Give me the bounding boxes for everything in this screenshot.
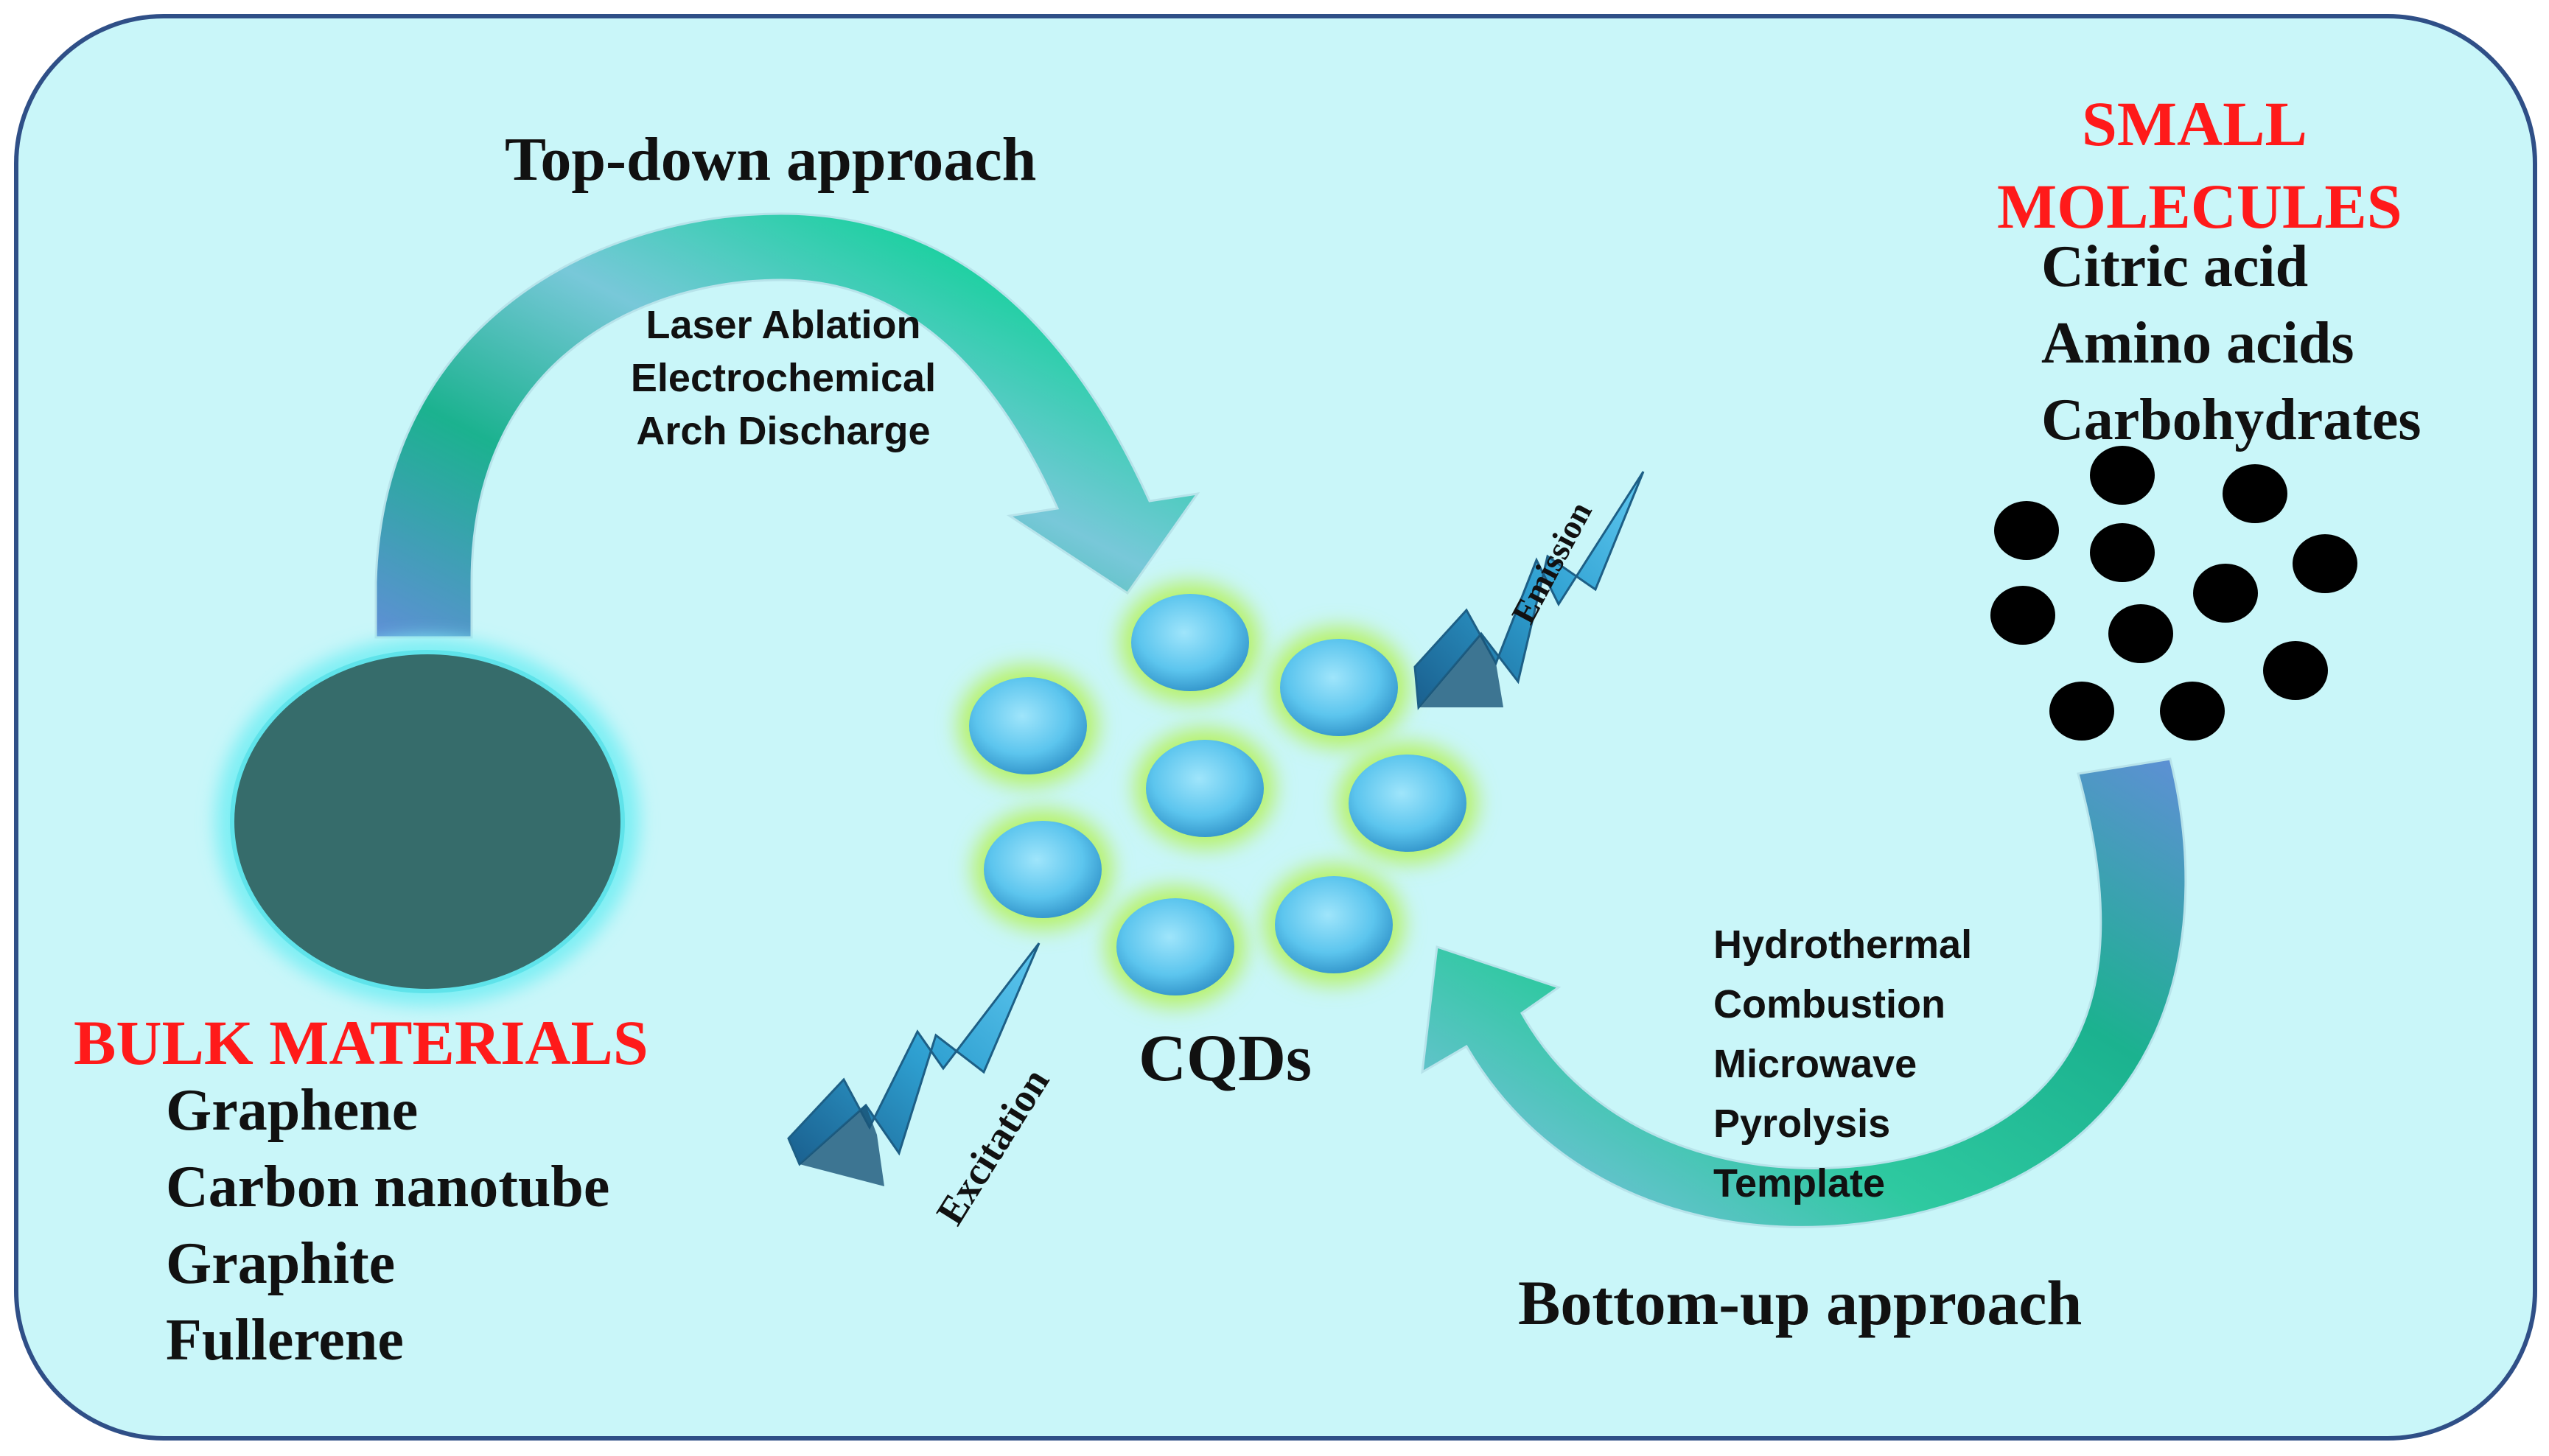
molecule-dot xyxy=(2090,523,2155,582)
cqd-dot xyxy=(1269,627,1409,748)
molecule-dot xyxy=(2293,534,2357,593)
molecule-dot xyxy=(2160,682,2225,741)
cqd-dot xyxy=(1105,886,1245,1007)
bulk-material-disc xyxy=(230,650,625,993)
molecule-item: Carbohydrates xyxy=(2041,388,2422,452)
molecule-item: Amino acids xyxy=(2041,311,2354,376)
cqds-label: CQDs xyxy=(1139,1022,1312,1095)
molecule-dot xyxy=(2223,464,2287,523)
top-down-arrow xyxy=(374,212,1200,639)
method-label: Combustion xyxy=(1713,982,1945,1026)
cqd-dot xyxy=(1135,728,1275,849)
cqd-dot xyxy=(958,665,1098,786)
molecule-dot xyxy=(1994,501,2059,560)
molecule-dot xyxy=(1990,586,2055,645)
top-down-methods: Laser Ablation Electrochemical Arch Disc… xyxy=(610,298,957,458)
bulk-item: Graphene xyxy=(166,1078,419,1143)
background-panel xyxy=(14,14,2537,1441)
molecule-dot xyxy=(2090,446,2155,505)
method-label: Electrochemical xyxy=(630,356,937,400)
method-label: Laser Ablation xyxy=(646,303,921,347)
small-molecules-heading-line2: MOLECULES xyxy=(1997,171,2402,242)
bottom-up-methods: Hydrothermal Combustion Microwave Pyroly… xyxy=(1713,915,1972,1214)
cqd-dot xyxy=(1120,582,1260,703)
method-label: Microwave xyxy=(1713,1042,1917,1086)
bottom-up-arrow xyxy=(1421,757,2187,1228)
molecule-dot xyxy=(2193,564,2258,623)
small-molecule-cluster xyxy=(1990,446,2357,741)
bulk-item: Graphite xyxy=(166,1231,396,1296)
molecule-item: Citric acid xyxy=(2041,234,2309,299)
method-label: Arch Discharge xyxy=(636,409,931,453)
bulk-materials-heading: BULK MATERIALS xyxy=(74,1007,648,1078)
cqd-dot xyxy=(1264,864,1404,985)
molecule-dot xyxy=(2263,641,2328,700)
small-molecules-heading-line1: SMALL xyxy=(2082,88,2307,159)
excitation-bolt-icon xyxy=(787,942,1041,1186)
small-molecules-list: Citric acid Amino acids Carbohydrates xyxy=(2041,228,2422,458)
emission-bolt-icon xyxy=(1413,471,1645,710)
method-label: Pyrolysis xyxy=(1713,1102,1891,1146)
cqd-dot xyxy=(1338,743,1478,864)
cqd-cluster xyxy=(958,582,1478,1007)
bottom-up-title: Bottom-up approach xyxy=(1518,1267,2083,1338)
bulk-materials-list: Graphene Carbon nanotube Graphite Fuller… xyxy=(166,1072,609,1379)
cqd-dot xyxy=(973,809,1113,930)
top-down-title: Top-down approach xyxy=(505,125,1037,194)
molecule-dot xyxy=(2049,682,2114,741)
molecule-dot xyxy=(2108,604,2173,663)
method-label: Template xyxy=(1713,1161,1886,1205)
bulk-item: Fullerene xyxy=(166,1308,404,1373)
bulk-item: Carbon nanotube xyxy=(166,1155,610,1219)
method-label: Hydrothermal xyxy=(1713,923,1973,967)
